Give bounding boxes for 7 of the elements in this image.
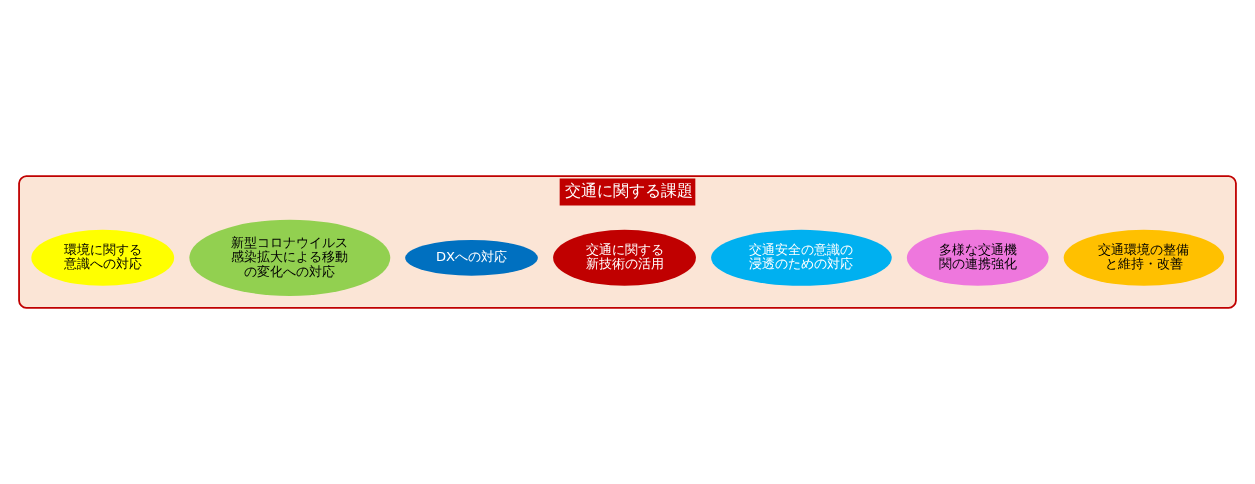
- node-ellipse: 交通安全の意識の浸透のための対応: [711, 229, 892, 286]
- node-ellipse: 多様な交通機関の連携強化: [906, 229, 1049, 286]
- node-ellipse: 環境に関する意識への対応: [31, 229, 175, 286]
- node-ellipse: 交通環境の整備と維持・改善: [1063, 229, 1225, 286]
- node-ellipse: DXへの対応: [405, 239, 538, 276]
- node-ellipse: 交通に関する新技術の活用: [553, 229, 696, 286]
- node-ellipse: 新型コロナウイルス感染拡大による移動の変化への対応: [189, 219, 391, 296]
